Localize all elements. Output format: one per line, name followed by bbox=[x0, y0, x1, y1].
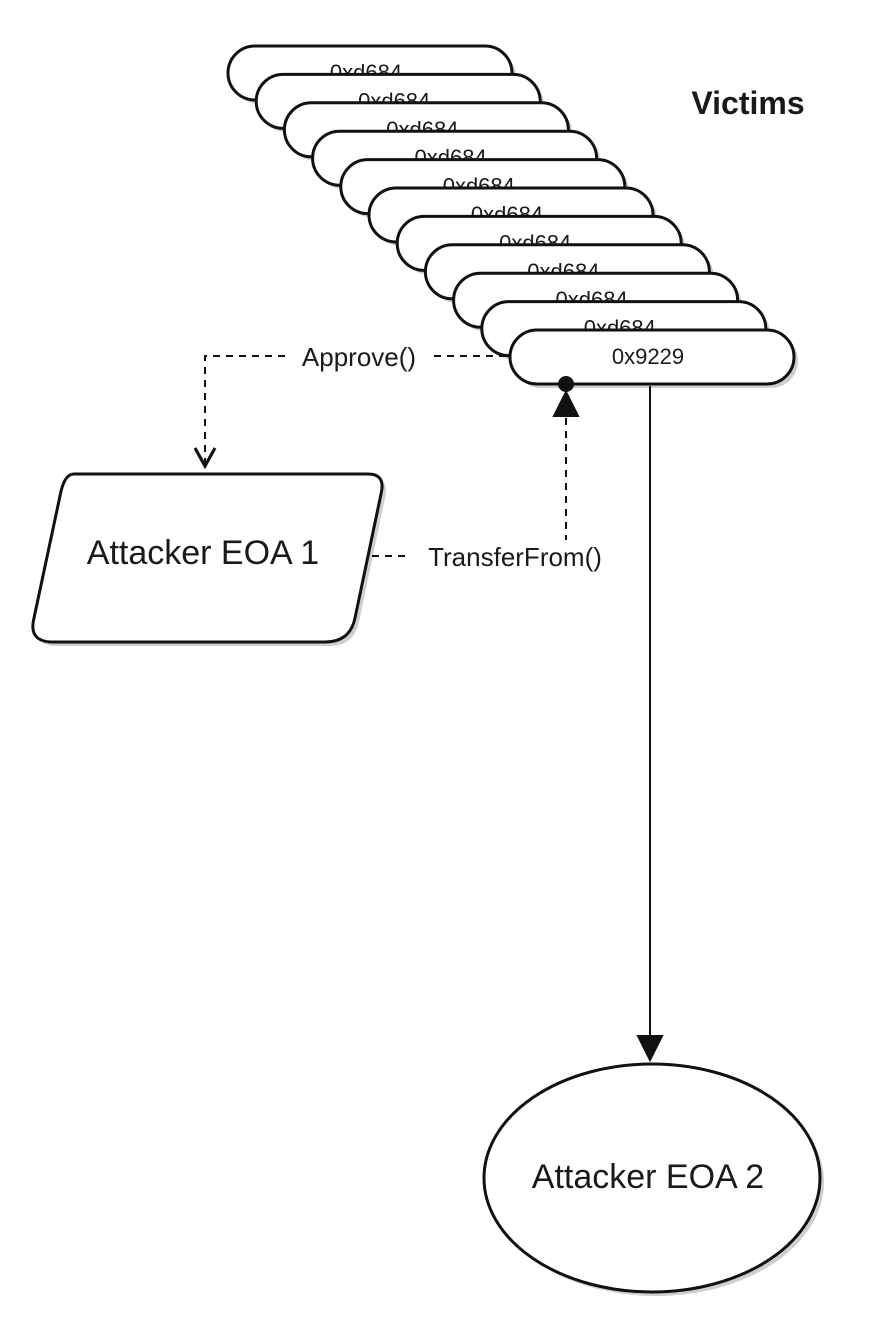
victims-title: Victims bbox=[691, 85, 804, 121]
attacker-eoa-2-label: Attacker EOA 2 bbox=[532, 1158, 764, 1196]
approve-label: Approve() bbox=[302, 342, 416, 372]
approve-edge bbox=[193, 355, 506, 470]
attacker-eoa-2-node[interactable]: Attacker EOA 2 bbox=[482, 1062, 824, 1296]
transfer-from-edge bbox=[372, 394, 566, 557]
attacker-eoa-1-label: Attacker EOA 1 bbox=[87, 534, 319, 572]
attacker-eoa-1-node[interactable]: Attacker EOA 1 bbox=[31, 472, 387, 646]
victim-stack: 0xd6840xd6840xd6840xd6840xd6840xd6840xd6… bbox=[226, 44, 770, 360]
transfer-from-label: TransferFrom() bbox=[428, 542, 602, 572]
transfer-from-endpoint-dot bbox=[558, 376, 574, 392]
victim-front-label: 0x9229 bbox=[612, 344, 684, 369]
victim-box-front[interactable]: 0x9229 bbox=[508, 328, 798, 388]
